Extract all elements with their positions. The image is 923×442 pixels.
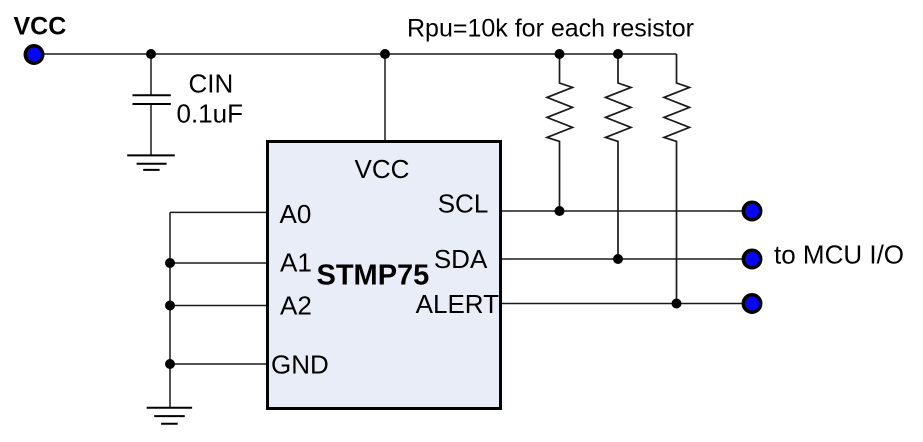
svg-text:A0: A0: [280, 199, 312, 229]
svg-text:SDA: SDA: [434, 244, 488, 274]
svg-text:0.1uF: 0.1uF: [177, 99, 244, 129]
svg-text:ALERT: ALERT: [416, 289, 499, 319]
svg-text:A2: A2: [280, 291, 312, 321]
svg-text:Rpu=10k for each resistor: Rpu=10k for each resistor: [407, 15, 694, 43]
svg-text:VCC: VCC: [355, 154, 410, 184]
svg-text:to MCU I/O: to MCU I/O: [774, 239, 904, 269]
svg-text:A1: A1: [280, 248, 312, 278]
svg-text:GND: GND: [271, 350, 329, 380]
svg-text:CIN: CIN: [189, 69, 234, 99]
svg-text:SCL: SCL: [438, 189, 489, 219]
svg-text:VCC: VCC: [14, 13, 67, 41]
svg-text:STMP75: STMP75: [317, 260, 430, 292]
